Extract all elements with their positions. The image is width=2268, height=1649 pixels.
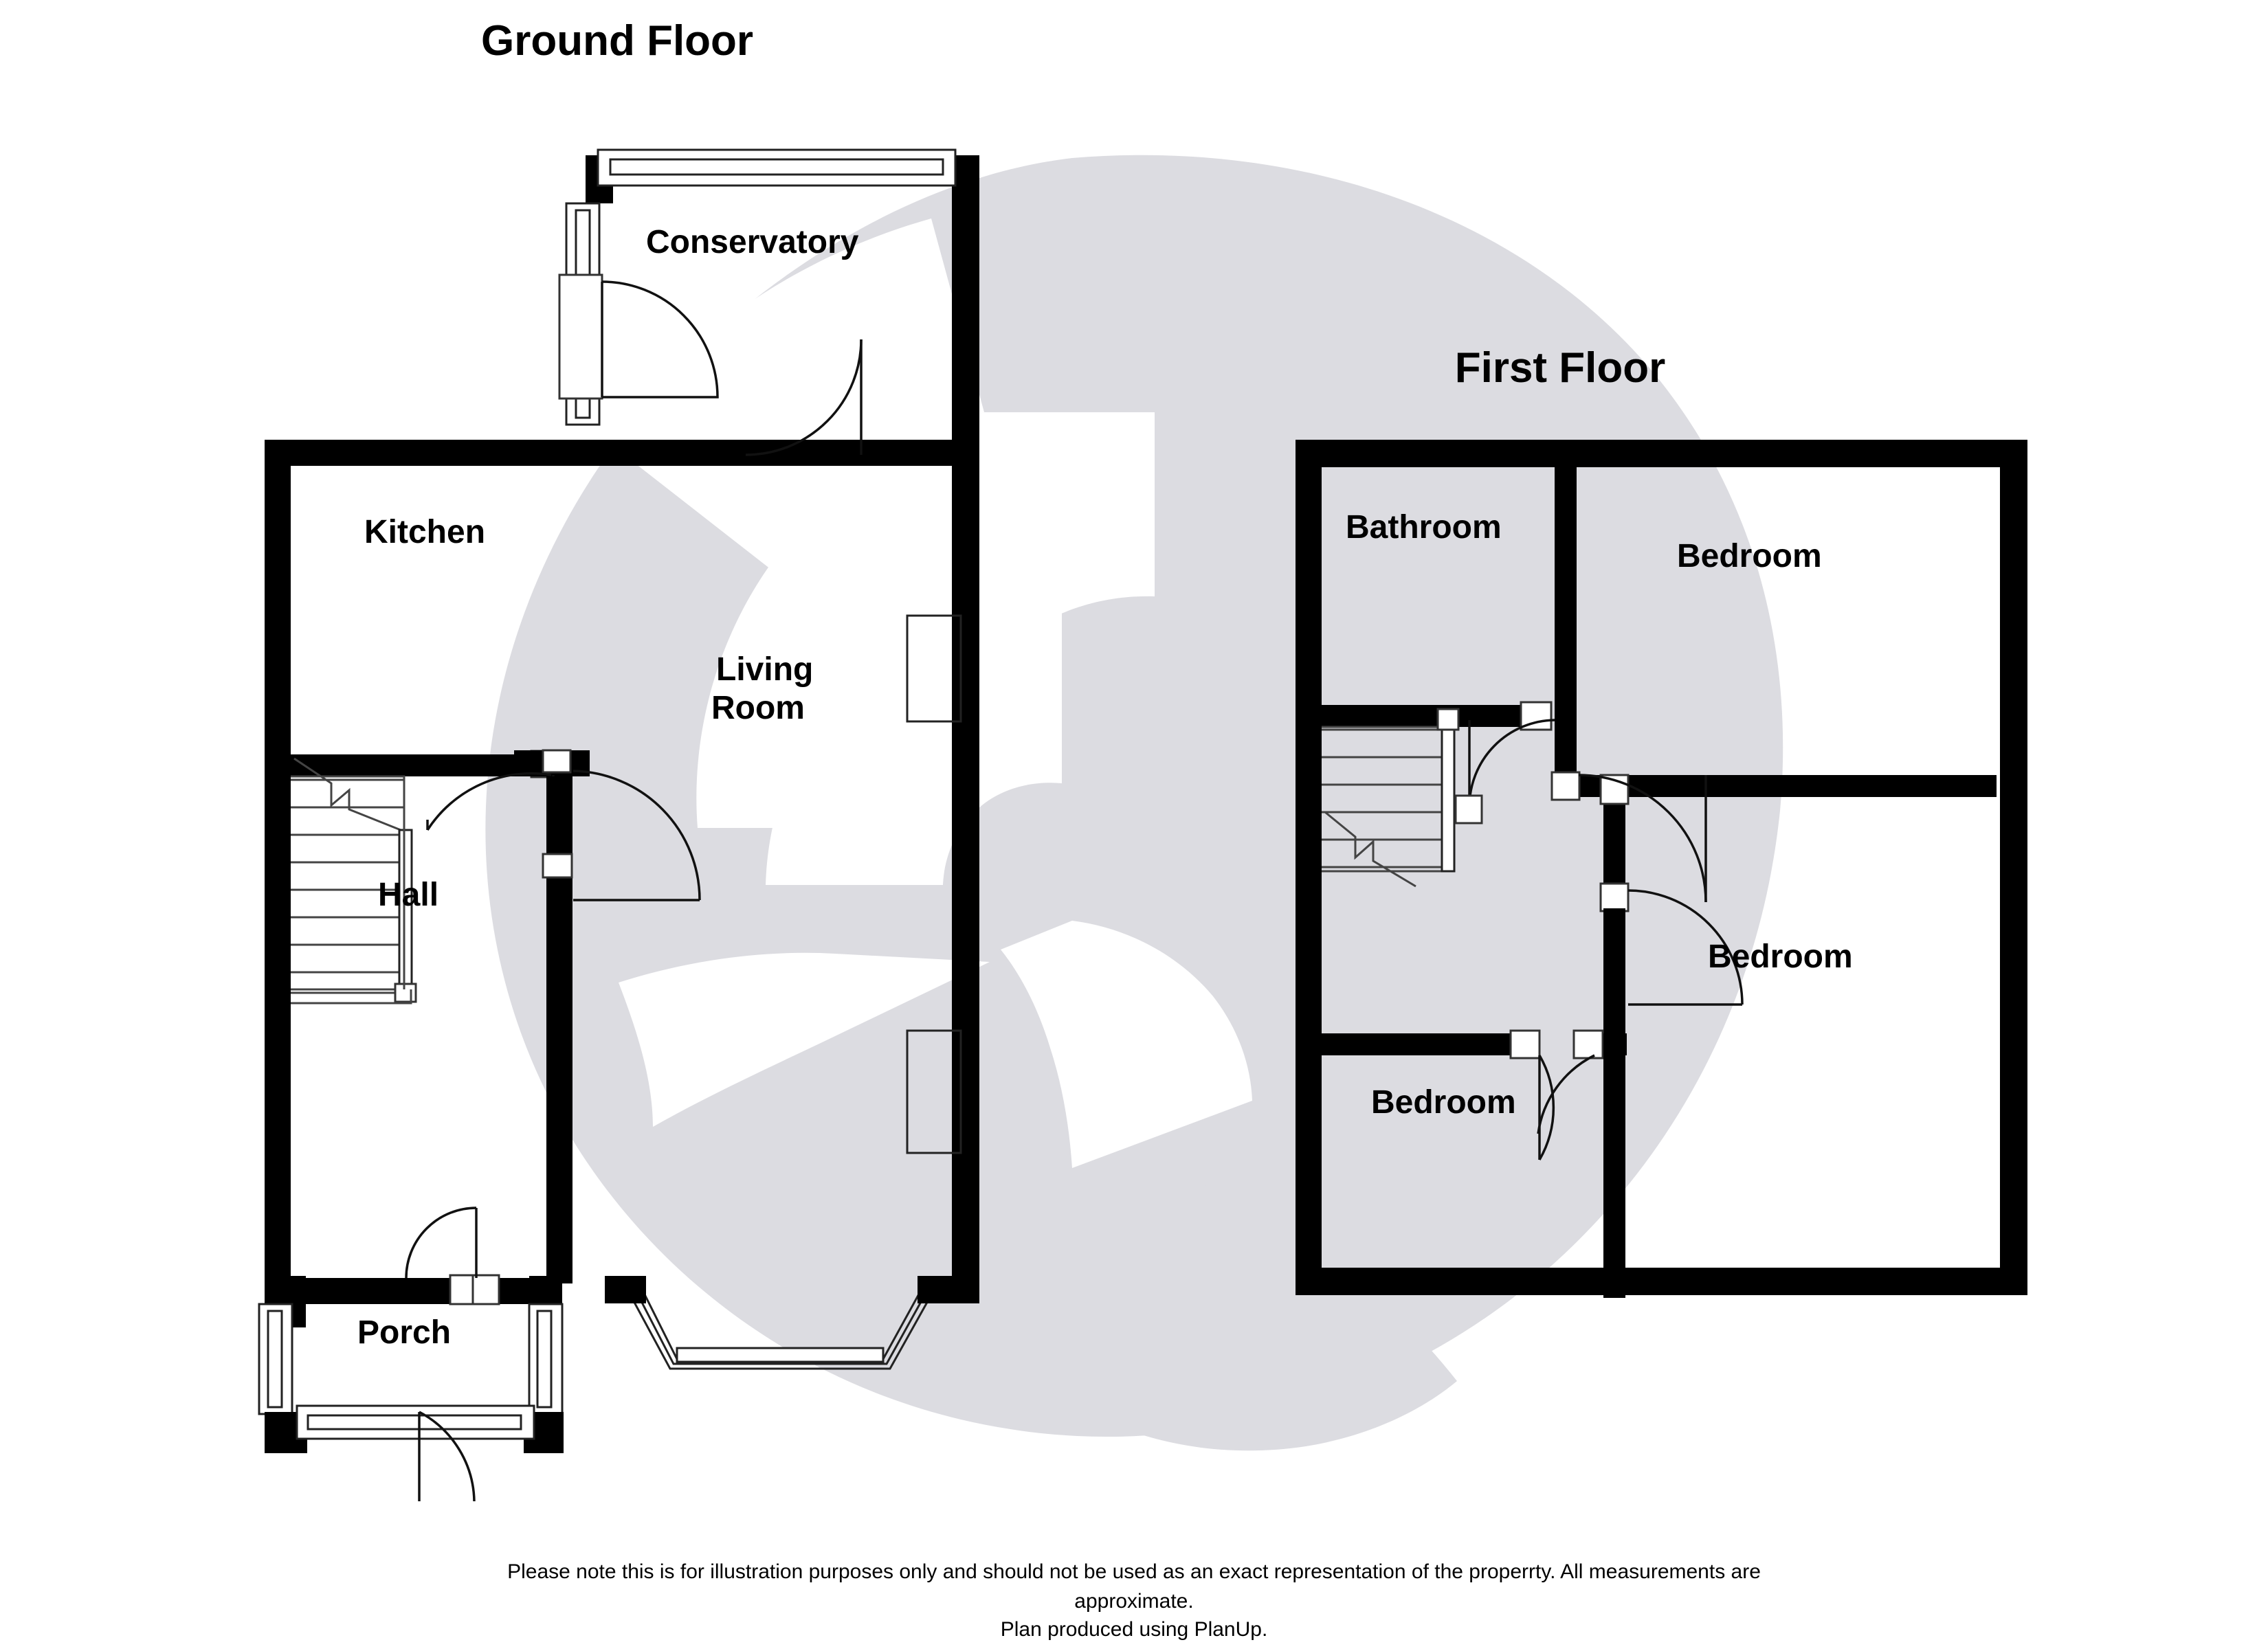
disclaimer-footer: Please note this is for illustration pur… [507,1560,1761,1641]
ground-floor-plan: Ground Floor [258,17,979,1502]
first-floor-title: First Floor [1455,344,1666,392]
living-room-alcoves [906,614,962,1154]
first-floor-plan: First Floor [1296,344,2027,1298]
ground-floor-internal-walls [291,749,590,1305]
room-label-bedroom-2: Bedroom [1708,939,1853,975]
room-label-conservatory: Conservatory [646,224,859,260]
disclaimer-line-2: approximate. [1074,1590,1193,1613]
first-floor-outer-walls [1296,440,2027,1295]
ground-floor-staircase [291,757,417,1005]
conservatory-living-door-swing [745,339,863,456]
disclaimer-line-3: Plan produced using PlanUp. [1001,1618,1268,1641]
room-label-porch: Porch [357,1314,451,1351]
room-label-kitchen: Kitchen [364,514,485,550]
porch-front-door [265,1404,564,1502]
conservatory-door-swing [601,280,719,399]
first-floor-door-swings [1454,719,1744,1160]
room-label-hall: Hall [378,877,438,913]
room-label-bedroom-3: Bedroom [1371,1084,1516,1121]
room-label-living-room-line2: Room [711,690,805,726]
living-room-bay-window [605,1276,979,1370]
ground-floor-outer-walls [265,440,979,1331]
first-floor-internal-walls [1322,464,1997,1298]
watermark-logo [485,155,1783,1451]
room-label-living-room-line1: Living [716,651,813,688]
conservatory-walls [558,148,979,464]
first-floor-staircase [1322,708,1460,888]
room-label-bathroom: Bathroom [1346,509,1502,546]
ground-floor-title: Ground Floor [481,17,753,65]
hall-porch-door-swing [405,1207,478,1279]
kitchen-hall-door-swing [426,772,555,831]
living-room-door-swing [572,770,701,901]
porch-windows [258,1303,564,1415]
disclaimer-line-1: Please note this is for illustration pur… [507,1560,1761,1583]
room-label-bedroom-1: Bedroom [1677,538,1822,574]
